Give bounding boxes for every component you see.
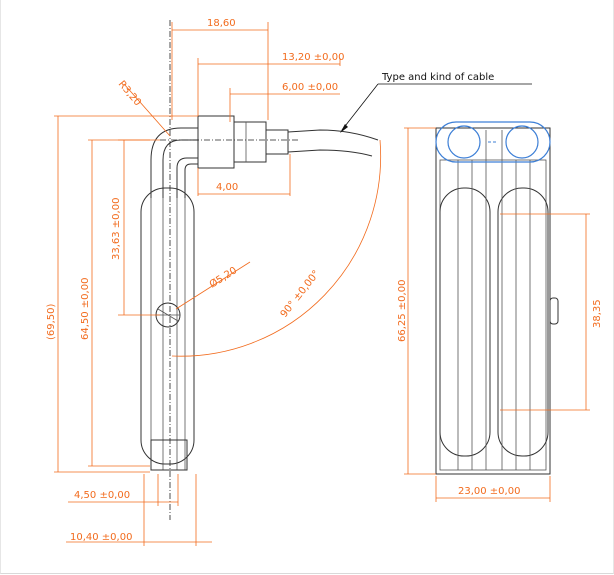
- dim-side-width: 23,00 ±0,00: [458, 486, 520, 497]
- dim-socket-length: 4,00: [216, 182, 238, 193]
- dim-angle-arc: [171, 139, 382, 357]
- dim-side-window: 38,35: [592, 299, 603, 328]
- front-view: [140, 20, 379, 520]
- capsule-body: [140, 187, 195, 465]
- dim-thickness-outer: 10,40 ±0,00: [70, 532, 132, 543]
- bend-inner: [176, 157, 198, 198]
- cable-note: Type and kind of cable: [340, 72, 532, 133]
- dim-body-length: 13,20 ±0,00: [282, 52, 344, 63]
- connector-socket: [197, 115, 235, 169]
- side-outer-frame: [435, 127, 551, 475]
- bend-inner2: [184, 163, 198, 198]
- cable-lower: [287, 149, 373, 157]
- dim-overall-height: (69,50): [46, 303, 57, 340]
- side-connector-outline: [435, 121, 551, 163]
- cable-gland: [265, 129, 289, 155]
- dim-cable-gland: 6,00 ±0,00: [282, 82, 338, 93]
- side-view: [435, 121, 559, 475]
- dim-side-height: 66,25 ±0,00: [397, 280, 408, 342]
- bend-outer: [150, 127, 198, 198]
- side-tab: [549, 297, 559, 325]
- side-connector-right: [505, 125, 539, 159]
- side-capsule-left: [439, 187, 491, 457]
- side-dimensions: 66,25 ±0,00 23,00 ±0,00 38,35: [397, 127, 603, 502]
- cable-upper: [287, 129, 379, 141]
- cable-note-text: Type and kind of cable: [381, 72, 494, 83]
- dim-angle: 90° ±0,00°: [279, 269, 322, 320]
- side-capsule-right: [497, 187, 549, 457]
- dim-bend-radius: R3,20: [116, 79, 143, 108]
- dim-hole-position: 33,63 ±0,00: [111, 198, 122, 260]
- bend-mid: [162, 139, 198, 198]
- dim-body-height: 64,50 ±0,00: [80, 278, 91, 340]
- connector-nut: [233, 121, 267, 163]
- dim-hole-diameter: Ø5,20: [207, 264, 239, 290]
- dim-overall-width: 18,60: [207, 18, 236, 29]
- side-connector-left: [447, 125, 481, 159]
- dim-thickness-inner: 4,50 ±0,00: [74, 490, 130, 501]
- base-plate: [150, 439, 188, 471]
- front-dimensions: 18,60 13,20 ±0,00 6,00 ±0,00 R3,20 4,00 …: [46, 18, 382, 546]
